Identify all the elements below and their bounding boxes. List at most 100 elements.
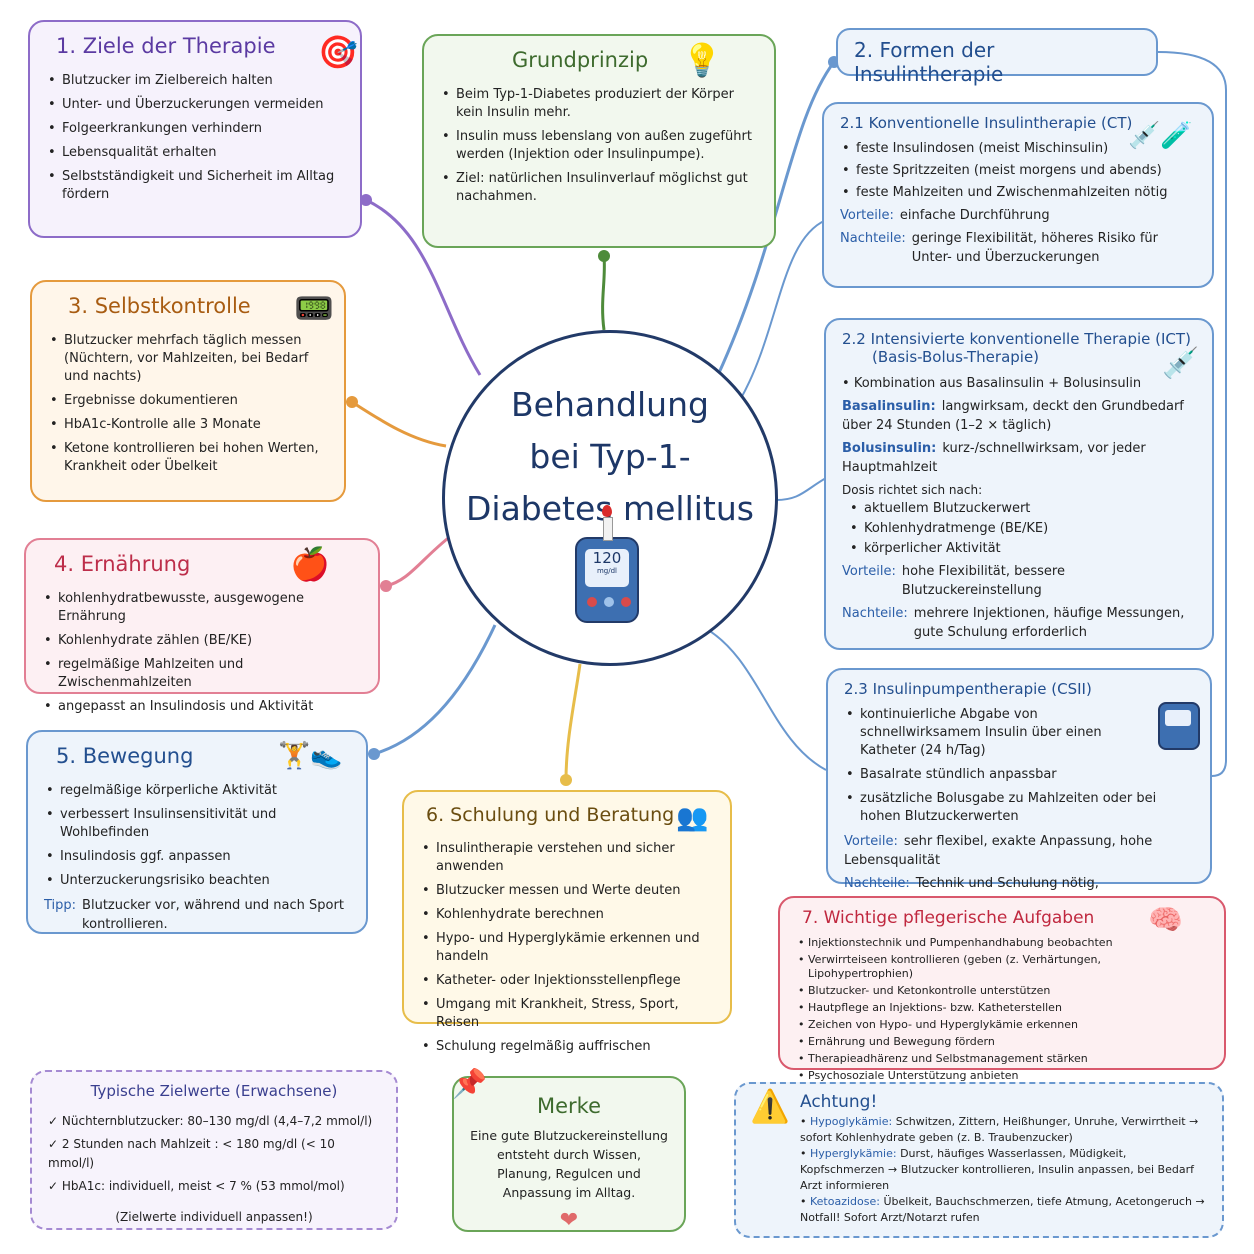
schulung-item: Umgang mit Krankheit, Stress, Sport, Rei… <box>420 996 714 1032</box>
ict-vorteile: hohe Flexibilität, bessere Blutzuckerein… <box>901 564 1065 598</box>
ict-dosis-item: aktuellem Blutzuckerwert <box>848 500 1196 518</box>
selbst-item: Ketone kontrollieren bei hohen Werten, K… <box>48 440 328 476</box>
apple-icon: 🍎 <box>290 545 330 583</box>
ziele-item: Blutzucker im Zielbereich halten <box>46 72 344 90</box>
center-title-line-1: Behandlung <box>511 385 709 424</box>
ernaehrung-item: Kohlenhydrate zählen (BE/KE) <box>42 632 362 650</box>
merke-text: Eine gute Blutzuckereinstellung entsteht… <box>470 1128 668 1200</box>
check-icon: ✓ <box>48 1114 59 1128</box>
ct-item: feste Spritzzeiten (meist morgens und ab… <box>840 162 1196 180</box>
csii-item: zusätzliche Bolusgabe zu Mahlzeiten oder… <box>844 790 1194 826</box>
grundprinzip-item: Beim Typ-1-Diabetes produziert der Körpe… <box>440 86 758 122</box>
ziele-item: Unter- und Überzuckerungen vermeiden <box>46 96 344 114</box>
ict-nachteile: mehrere Injektionen, häufige Messungen, … <box>913 606 1185 640</box>
grundprinzip-item: Ziel: natürlichen Insulinverlauf möglich… <box>440 170 758 206</box>
csii-item: Basalrate stündlich anpassbar <box>844 766 1194 784</box>
csii-vorteile: sehr flexibel, exakte Anpassung, hohe Le… <box>844 834 1153 868</box>
grundprinzip-title: Grundprinzip <box>512 48 649 72</box>
ict-basal-label: Basalinsulin: <box>842 399 936 414</box>
box-ernaehrung: 4. Ernährung 🍎 kohlenhydratbewusste, aus… <box>24 538 380 716</box>
box-selbstkontrolle: 3. Selbstkontrolle 📟 Blutzucker mehrfach… <box>30 280 346 502</box>
check-icon: ✓ <box>48 1179 59 1193</box>
box-formen-title: 2. Formen der Insulintherapie <box>836 28 1158 86</box>
selbst-item: Ergebnisse dokumentieren <box>48 392 328 410</box>
csii-vorteile-label: Vorteile: <box>844 834 898 849</box>
box-grundprinzip: Grundprinzip 💡 Beim Typ-1-Diabetes produ… <box>422 34 776 248</box>
warning-icon: ⚠️ <box>750 1087 790 1125</box>
achtung-keto-label: Ketoazidose: <box>810 1195 880 1208</box>
schulung-item: Blutzucker messen und Werte deuten <box>420 882 714 900</box>
connector-bewegung <box>373 624 497 756</box>
glucometer-icon: 📟 <box>294 289 334 327</box>
glucometer-icon: 120 mg/dl <box>575 505 639 623</box>
bewegung-item: regelmäßige körperliche Aktivität <box>44 782 350 800</box>
ict-kombination: • Kombination aus Basalinsulin + Bolusin… <box>842 376 1142 391</box>
zielwert-item: 2 Stunden nach Mahlzeit : < 180 mg/dl (<… <box>48 1137 335 1170</box>
ziele-item: Folgeerkrankungen verhindern <box>46 120 344 138</box>
ct-vorteile-label: Vorteile: <box>840 208 894 223</box>
ct-nachteile-label: Nachteile: <box>840 231 906 246</box>
schulung-item: Hypo- und Hyperglykämie erkennen und han… <box>420 930 714 966</box>
center-topic: Behandlung bei Typ-1- Diabetes mellitus … <box>442 330 778 666</box>
schulung-item: Insulintherapie verstehen und sicher anw… <box>420 840 714 876</box>
achtung-hypo-label: Hypoglykämie: <box>810 1115 893 1128</box>
ernaehrung-title: 4. Ernährung <box>54 552 191 576</box>
ict-basal: langwirksam, deckt den Grundbedarf über … <box>842 399 1184 433</box>
achtung-hyper: Durst, häufiges Wasserlassen, Müdigkeit,… <box>800 1147 1194 1192</box>
ict-vorteile-label: Vorteile: <box>842 564 896 579</box>
schulung-item: Schulung regelmäßig auffrischen <box>420 1038 714 1056</box>
ziele-item: Selbstständigkeit und Sicherheit im Allt… <box>46 168 344 204</box>
ziele-title: 1. Ziele der Therapie <box>56 34 276 58</box>
lightbulb-icon: 💡 <box>682 41 722 79</box>
bewegung-tipp-label: Tipp: <box>44 898 77 913</box>
ziele-item: Lebensqualität erhalten <box>46 144 344 162</box>
box-ct: 2.1 Konventionelle Insulintherapie (CT) … <box>822 102 1214 288</box>
box-achtung: ⚠️ Achtung! • Hypoglykämie: Schwitzen, Z… <box>734 1082 1224 1238</box>
selbst-title: 3. Selbstkontrolle <box>68 294 251 318</box>
achtung-hypo: Schwitzen, Zittern, Heißhunger, Unruhe, … <box>800 1115 1199 1144</box>
pflege-title: 7. Wichtige pflegerische Aufgaben <box>802 908 1095 928</box>
pflege-item: Blutzucker- und Ketonkontrolle unterstüt… <box>796 984 1208 998</box>
connector-ict <box>775 477 827 501</box>
schulung-item: Katheter- oder Injektionsstellenpflege <box>420 972 714 990</box>
grundprinzip-item: Insulin muss lebenslang von außen zugefü… <box>440 128 758 164</box>
ct-nachteile: geringe Flexibilität, höheres Risiko für… <box>911 231 1159 265</box>
ernaehrung-item: kohlenhydratbewusste, ausgewogene Ernähr… <box>42 590 362 626</box>
ct-vorteile: einfache Durchführung <box>899 208 1050 223</box>
ict-dosis-item: Kohlenhydratmenge (BE/KE) <box>848 520 1196 538</box>
ct-title: 2.1 Konventionelle Insulintherapie (CT) <box>840 114 1133 132</box>
brain-icon: 🧠 <box>1148 903 1183 936</box>
pflege-item: Injektionstechnik und Pumpenhandhabung b… <box>796 936 1208 950</box>
connector-schulung <box>564 663 582 781</box>
pflege-item: Psychosoziale Unterstützung anbieten <box>796 1069 1208 1083</box>
box-ziele: 1. Ziele der Therapie 🎯 Blutzucker im Zi… <box>28 20 362 238</box>
connector-grundprinzip <box>601 255 606 331</box>
ct-item: feste Insulindosen (meist Mischinsulin) <box>840 140 1196 158</box>
meter-value: 120 <box>592 549 622 567</box>
ict-nachteile-label: Nachteile: <box>842 606 908 621</box>
box-bewegung: 5. Bewegung 🏋️👟 regelmäßige körperliche … <box>26 730 368 934</box>
dumbbell-shoe-icon: 🏋️👟 <box>278 741 343 771</box>
check-icon: ✓ <box>48 1137 59 1151</box>
schulung-item: Kohlenhydrate berechnen <box>420 906 714 924</box>
pflege-item: Hautpflege an Injektions- bzw. Katheters… <box>796 1001 1208 1015</box>
box-ict: 2.2 Intensivierte konventionelle Therapi… <box>824 318 1214 650</box>
box-zielwerte: Typische Zielwerte (Erwachsene) ✓ Nüchte… <box>30 1070 398 1230</box>
schulung-title: 6. Schulung und Beratung <box>426 804 675 826</box>
formen-title: 2. Formen der Insulintherapie <box>854 38 1004 86</box>
ict-title: 2.2 Intensivierte konventionelle Therapi… <box>842 330 1191 348</box>
merke-title: Merke <box>536 1094 601 1118</box>
box-csii: 2.3 Insulinpumpentherapie (CSII) kontinu… <box>826 668 1212 910</box>
target-icon: 🎯 <box>318 33 358 71</box>
center-title-line-2: bei Typ-1- <box>529 437 691 476</box>
ernaehrung-item: angepasst an Insulindosis und Aktivität <box>42 698 362 716</box>
achtung-hyper-label: Hyperglykämie: <box>810 1147 897 1160</box>
syringe-icon: 💉 <box>1162 346 1200 381</box>
people-chat-icon: 👥 <box>676 803 709 833</box>
connector-csii <box>704 627 827 771</box>
csii-item: kontinuierliche Abgabe von schnellwirksa… <box>844 706 1194 760</box>
box-pflege: 7. Wichtige pflegerische Aufgaben 🧠 Inje… <box>778 896 1226 1083</box>
achtung-keto: Übelkeit, Bauchschmerzen, tiefe Atmung, … <box>800 1195 1205 1224</box>
ict-bolus-label: Bolusinsulin: <box>842 441 937 456</box>
selbst-item: HbA1c-Kontrolle alle 3 Monate <box>48 416 328 434</box>
